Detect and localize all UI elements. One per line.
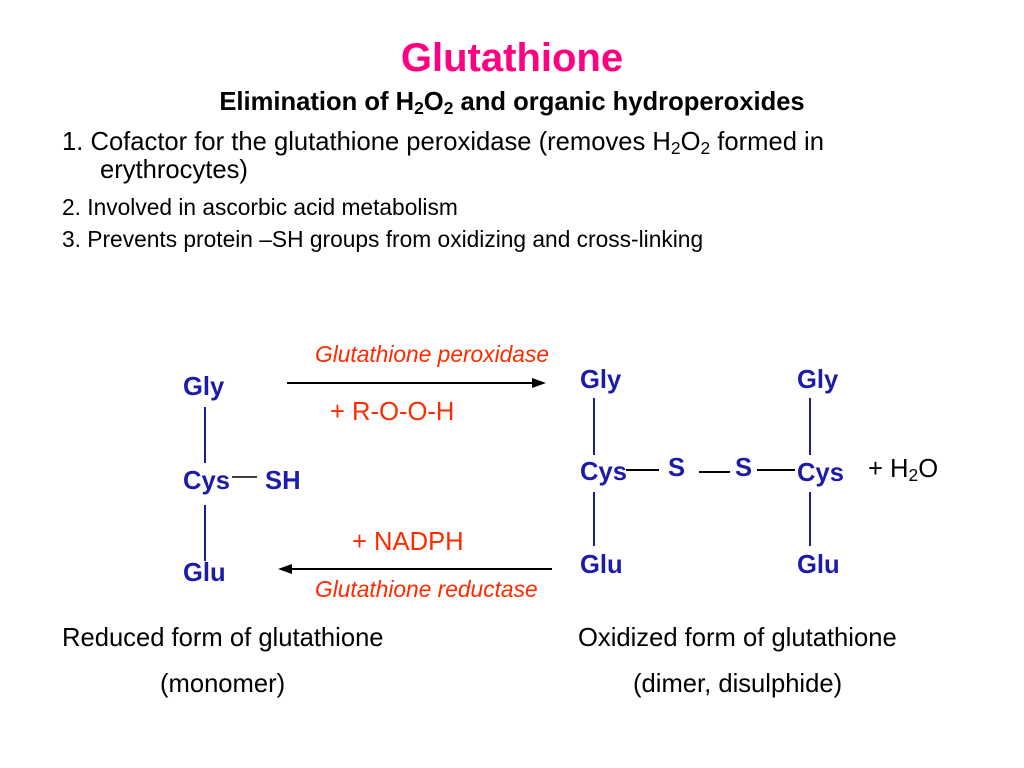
subtitle-text-before: Elimination of H	[219, 88, 415, 116]
reduced-residue-cys: Cys	[183, 467, 230, 495]
reduced-residue-glu: Glu	[183, 559, 226, 587]
subtitle-text-middle: O	[423, 88, 444, 116]
point-3: 3. Prevents protein –SH groups from oxid…	[62, 226, 704, 252]
disulfide-sulfur-right: S	[735, 454, 753, 482]
oxidized-right-residue-gly: Gly	[797, 366, 839, 394]
oxidized-left-residue-gly: Gly	[580, 366, 622, 394]
point-2: 2. Involved in ascorbic acid metabolism	[62, 194, 458, 220]
point-1-subscript-1: 2	[670, 137, 681, 158]
oxidized-left-residue-cys: Cys	[580, 458, 627, 486]
subtitle-subscript-2: 2	[443, 97, 454, 118]
reduced-form-note: (monomer)	[160, 670, 286, 698]
slide-subtitle: Elimination of H2O2 and organic hydroper…	[0, 88, 1024, 118]
water-byproduct: + H2O	[868, 455, 939, 485]
oxidized-right-residue-glu: Glu	[797, 551, 840, 579]
point-1-subscript-2: 2	[700, 137, 711, 158]
point-1-text-middle: O	[680, 128, 701, 156]
water-text-before: + H	[868, 455, 909, 483]
oxidized-form-note: (dimer, disulphide)	[633, 670, 843, 698]
point-1-text-after: formed in	[710, 128, 824, 156]
reverse-enzyme-label: Glutathione reductase	[315, 576, 538, 602]
reverse-reagent-label: + NADPH	[352, 528, 464, 556]
water-text-after: O	[918, 455, 939, 483]
forward-arrowhead	[532, 378, 546, 388]
slide-title: Glutathione	[400, 36, 624, 80]
forward-enzyme-label: Glutathione peroxidase	[315, 341, 549, 367]
point-1-text-before: 1. Cofactor for the glutathione peroxida…	[62, 128, 671, 156]
oxidized-form-caption: Oxidized form of glutathione	[578, 624, 897, 652]
forward-reagent-label: + R-O-O-H	[330, 398, 455, 426]
oxidized-right-residue-cys: Cys	[797, 459, 844, 487]
reduced-thiol-group: SH	[265, 467, 301, 495]
reverse-arrowhead	[278, 564, 292, 574]
point-1: 1. Cofactor for the glutathione peroxida…	[62, 128, 824, 158]
point-1-continuation: erythrocytes)	[100, 156, 248, 184]
oxidized-left-residue-glu: Glu	[580, 551, 623, 579]
reduced-residue-gly: Gly	[183, 373, 225, 401]
subtitle-subscript-1: 2	[414, 97, 424, 118]
disulfide-sulfur-left: S	[668, 454, 686, 482]
water-subscript: 2	[908, 464, 919, 485]
subtitle-text-after: and organic hydroperoxides	[453, 88, 805, 116]
reduced-form-caption: Reduced form of glutathione	[62, 624, 384, 652]
